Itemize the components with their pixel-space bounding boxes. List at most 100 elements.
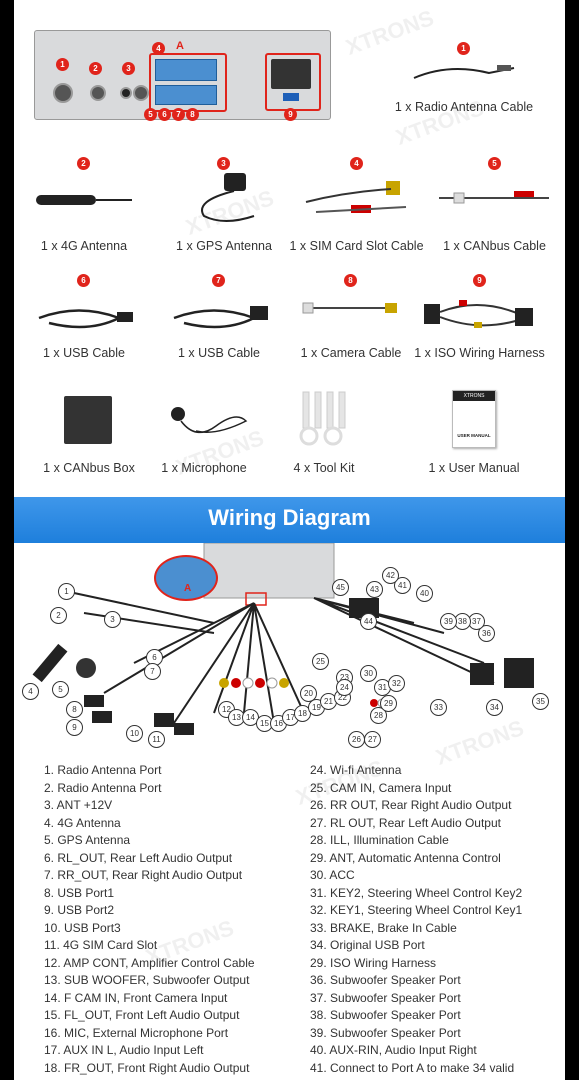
diagram-callout: 33 <box>430 699 447 716</box>
legend-item: 30. ACC <box>310 868 355 882</box>
diagram-callout: 40 <box>416 585 433 602</box>
diagram-callout: 9 <box>66 719 83 736</box>
item-number: 1 <box>457 42 470 55</box>
legend-item: 38. Subwoofer Speaker Port <box>310 1008 461 1022</box>
item-label: 1 x Radio Antenna Cable <box>394 100 534 114</box>
legend-item: 29. ANT, Automatic Antenna Control <box>310 850 501 865</box>
diagram-callout: 1 <box>58 583 75 600</box>
legend-item: 36. Subwoofer Speaker Port <box>310 973 461 987</box>
diagram-callout: 45 <box>332 579 349 596</box>
connector-block <box>155 85 217 105</box>
item-label: 1 x SIM Card Slot Cable <box>289 239 424 253</box>
callout-5: 5 <box>144 108 157 121</box>
legend-item: 11. 4G SIM Card Slot <box>44 938 158 952</box>
callout-1: 1 <box>56 58 69 71</box>
item-canbus-box: 1 x CANbus Box <box>14 390 164 485</box>
item-label: 1 x User Manual <box>428 461 520 475</box>
legend-item: 17. AUX IN L, Audio Input Left <box>44 1043 204 1057</box>
diagram-callout: 2 <box>50 607 67 624</box>
legend-item: 29. ISO Wiring Harness <box>310 955 437 970</box>
diagram-callout: 25 <box>312 653 329 670</box>
legend-item: 9. USB Port2 <box>44 903 115 917</box>
diagram-callout: 11 <box>148 731 165 748</box>
diagram-callout: 4 <box>22 683 39 700</box>
manual-brand: XTRONS <box>453 391 495 401</box>
item-number: 7 <box>212 274 225 287</box>
banner-title: Wiring Diagram <box>208 505 371 530</box>
legend-item: 5. GPS Antenna <box>44 833 131 847</box>
legend-item: 39. Subwoofer Speaker Port <box>310 1025 461 1040</box>
diagram-callout: 32 <box>388 675 405 692</box>
legend-item: 31. KEY2, Steering Wheel Control Key2 <box>310 885 523 900</box>
legend-item: 27. RL OUT, Rear Left Audio Output <box>310 815 501 830</box>
usb-cable-icon <box>38 309 133 329</box>
antenna-jack <box>53 83 73 103</box>
callout-9: 9 <box>284 108 297 121</box>
diagram-callout: 10 <box>126 725 143 742</box>
item-number: 9 <box>473 274 486 287</box>
product-page: 1 2 3 4 5 6 7 8 9 A 1 1 x Radio Antenna … <box>14 0 565 1080</box>
item-canbus-cable: 5 1 x CANbus Cable <box>424 155 565 255</box>
item-number: 2 <box>77 157 90 170</box>
item-user-manual: XTRONS USER MANUAL 1 x User Manual <box>404 390 544 485</box>
legend-right: 24. Wi-fi Antenna 25. CAM IN, Camera Inp… <box>310 762 522 1077</box>
diagram-callout: 15 <box>256 715 273 732</box>
diagram-callout: 20 <box>300 685 317 702</box>
callout-3: 3 <box>122 62 135 75</box>
item-number: 5 <box>488 157 501 170</box>
legend-item: 33. BRAKE, Brake In Cable <box>310 920 457 935</box>
legend-item: 40. AUX-RIN, Audio Input Right <box>310 1043 477 1057</box>
item-radio-antenna-cable: 1 1 x Radio Antenna Cable <box>364 40 564 120</box>
item-iso-wiring-harness: 9 1 x ISO Wiring Harness <box>394 272 565 367</box>
antenna-jack <box>90 85 106 101</box>
diagram-callout: 36 <box>478 625 495 642</box>
legend-item: 7. RR_OUT, Rear Right Audio Output <box>44 868 243 882</box>
callout-7: 7 <box>172 108 185 121</box>
callout-4: 4 <box>152 42 165 55</box>
item-label: 1 x 4G Antenna <box>40 239 128 253</box>
legend-item: 13. SUB WOOFER, Subwoofer Output <box>44 973 250 987</box>
diagram-callout: 42 <box>382 567 399 584</box>
port-a-zoom <box>154 555 218 601</box>
item-number: 8 <box>344 274 357 287</box>
wiring-diagram-banner: Wiring Diagram <box>14 497 565 543</box>
item-number: 6 <box>77 274 90 287</box>
usb-cable-icon <box>173 306 268 329</box>
callout-2: 2 <box>89 62 102 75</box>
legend-item: 32. KEY1, Steering Wheel Control Key1 <box>310 903 523 917</box>
legend-item: 26. RR OUT, Rear Right Audio Output <box>310 798 512 812</box>
camera-cable-icon <box>302 302 397 314</box>
4g-antenna-icon <box>36 195 132 205</box>
diagram-callout: 7 <box>144 663 161 680</box>
diagram-callout: 35 <box>532 693 549 710</box>
legend-item: 16. MIC, External Microphone Port <box>44 1025 229 1040</box>
canbus-box-icon <box>64 396 112 444</box>
highlight-box <box>149 53 227 112</box>
item-tool-kit: 4 x Tool Kit <box>264 390 384 485</box>
legend-item: 4. 4G Antenna <box>44 815 121 830</box>
diagram-callout: 31 <box>374 679 391 696</box>
iso-connector <box>271 59 311 89</box>
item-microphone: 1 x Microphone <box>144 390 264 485</box>
diagram-callout: 29 <box>380 695 397 712</box>
diagram-callout: 3 <box>104 611 121 628</box>
legend-item: 15. FL_OUT, Front Left Audio Output <box>44 1008 240 1022</box>
wiring-illustration <box>32 543 534 735</box>
power-jack <box>120 87 132 99</box>
callout-6: 6 <box>158 108 171 121</box>
port-a-label: A <box>184 583 192 594</box>
item-label: 1 x USB Cable <box>43 346 125 360</box>
items-row: 1 x CANbus Box 1 x Microphone 4 x Tool K… <box>14 390 565 485</box>
legend-item: 3. ANT +12V <box>44 798 113 812</box>
usb-port <box>283 93 299 101</box>
callout-a: A <box>176 40 184 52</box>
item-label: 4 x Tool Kit <box>293 461 355 475</box>
item-label: 1 x ISO Wiring Harness <box>414 346 545 360</box>
head-unit-rear-panel <box>34 30 331 120</box>
item-4g-antenna: 2 1 x 4G Antenna <box>14 155 154 255</box>
diagram-callout: 34 <box>486 699 503 716</box>
diagram-callout: 5 <box>52 681 69 698</box>
canbus-cable-icon <box>439 191 549 204</box>
legend-item: 12. AMP CONT, Amplifier Control Cable <box>44 955 255 970</box>
item-label: 1 x CANbus Box <box>43 461 135 475</box>
